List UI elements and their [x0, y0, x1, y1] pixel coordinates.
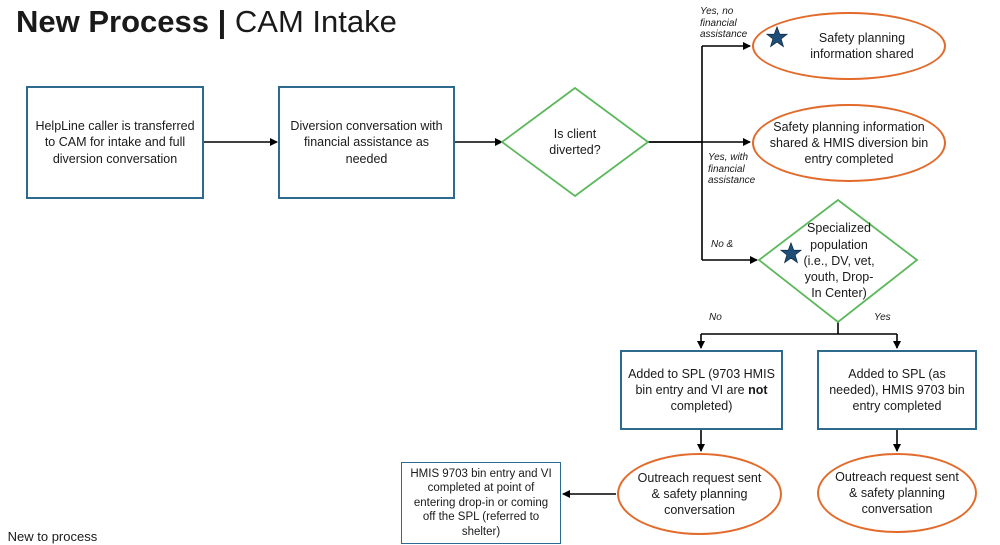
box-spl-not-completed-text: Added to SPL (9703 HMIS bin entry and VI… — [628, 366, 775, 415]
box-spl-not-completed: Added to SPL (9703 HMIS bin entry and VI… — [620, 350, 783, 430]
oval-outreach-left: Outreach request sent & safety planning … — [617, 453, 782, 535]
edge-label-no-and: No & — [711, 239, 733, 251]
box-diversion-conversation-text: Diversion conversation with financial as… — [290, 119, 443, 166]
box-hmis-dropin: HMIS 9703 bin entry and VI completed at … — [401, 462, 561, 544]
edge-label-yes-no-financial-text: Yes, no financial assistance — [700, 6, 748, 40]
title-light: CAM Intake — [226, 4, 397, 39]
legend-text: New to process — [7, 529, 98, 544]
decision-diamond-diverted — [500, 86, 650, 198]
oval-safety-planning-shared: Safety planning information shared — [752, 12, 946, 80]
edge-label-yes-text: Yes — [874, 312, 891, 323]
box-hmis-dropin-text: HMIS 9703 bin entry and VI completed at … — [410, 468, 552, 538]
edge-label-yes: Yes — [874, 312, 891, 324]
legend: New to process — [0, 529, 98, 544]
box-spl-as-needed: Added to SPL (as needed), HMIS 9703 bin … — [817, 350, 977, 430]
decision-specialized-text: Specialized population (i.e., DV, vet, y… — [803, 221, 875, 301]
star-icon — [780, 242, 802, 264]
oval-safety-planning-shared-text: Safety planning information shared — [810, 30, 914, 61]
box-helpline-caller: HelpLine caller is transferred to CAM fo… — [26, 86, 204, 199]
edge-label-yes-no-financial: Yes, no financial assistance — [700, 6, 758, 41]
spl-no-text-prefix: Added to SPL (9703 HMIS bin entry and VI… — [628, 366, 775, 397]
oval-outreach-right-text: Outreach request sent & safety planning … — [835, 469, 959, 517]
spl-no-text-suffix: completed) — [670, 399, 733, 414]
box-helpline-caller-text: HelpLine caller is transferred to CAM fo… — [35, 119, 195, 166]
decision-diverted-text: Is client diverted? — [549, 126, 601, 157]
title-bold: New Process | — [16, 4, 227, 39]
oval-outreach-left-text: Outreach request sent & safety planning … — [637, 470, 762, 518]
oval-safety-planning-hmis-text: Safety planning information shared & HMI… — [769, 119, 929, 167]
star-icon — [766, 26, 788, 48]
edge-label-yes-with-financial: Yes, with financial assistance — [708, 152, 768, 187]
edge-label-no: No — [709, 312, 722, 324]
edge-label-no-and-text: No & — [711, 239, 734, 250]
edge-label-yes-with-financial-text: Yes, with financial assistance — [708, 152, 756, 186]
edge-label-no-text: No — [709, 312, 722, 323]
box-diversion-conversation: Diversion conversation with financial as… — [278, 86, 455, 199]
decision-diamond-specialized — [757, 198, 919, 324]
box-spl-as-needed-text: Added to SPL (as needed), HMIS 9703 bin … — [829, 366, 965, 414]
page-title: New Process | CAM Intake — [16, 4, 397, 40]
decision-specialized-label: Specialized population (i.e., DV, vet, y… — [800, 221, 878, 301]
decision-diverted-label: Is client diverted? — [535, 118, 615, 166]
oval-safety-planning-hmis: Safety planning information shared & HMI… — [752, 104, 946, 182]
spl-no-text-bold: not — [748, 382, 768, 397]
oval-outreach-right: Outreach request sent & safety planning … — [817, 453, 977, 533]
